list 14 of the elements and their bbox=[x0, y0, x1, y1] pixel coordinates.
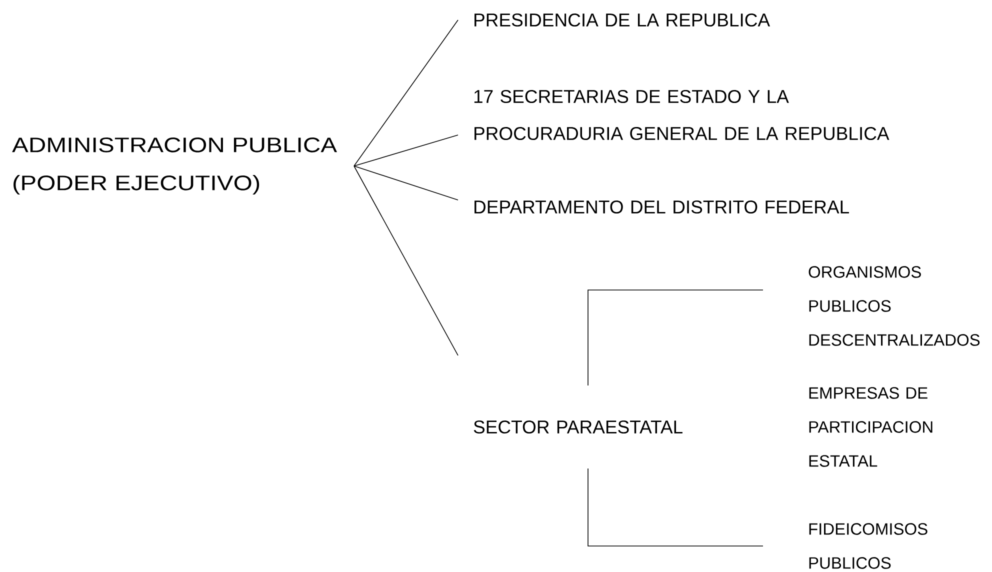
root-label: ADMINISTRACION PUBLICA (PODER EJECUTIVO) bbox=[12, 138, 338, 194]
connector-line bbox=[354, 166, 458, 200]
connector-line bbox=[354, 20, 458, 166]
branch-label: SECTOR PARAESTATAL bbox=[474, 420, 682, 434]
connector-line bbox=[354, 166, 458, 356]
branch-label: DEPARTAMENTO DEL DISTRITO FEDERAL bbox=[474, 200, 849, 214]
branch-label: EMPRESAS DE PARTICIPACION ESTATAL bbox=[809, 387, 932, 467]
connector-line bbox=[588, 468, 764, 546]
branch-label: FIDEICOMISOS PUBLICOS bbox=[809, 523, 928, 569]
connector-line bbox=[354, 134, 458, 166]
branch-label: ORGANISMOS PUBLICOS DESCENTRALIZADOS bbox=[808, 266, 980, 346]
branch-label: 17 SECRETARIAS DE ESTADO Y LA PROCURADURIA GENERAL DE LA REPUBLICA bbox=[474, 90, 890, 140]
connector-line bbox=[588, 290, 764, 386]
branch-label: PRESIDENCIA DE LA REPUBLICA bbox=[474, 13, 770, 27]
